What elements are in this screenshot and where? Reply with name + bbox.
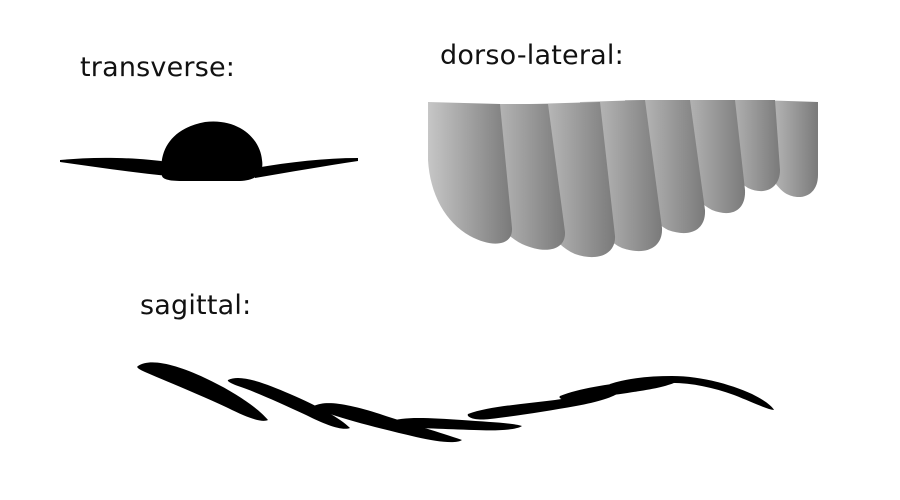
sagittal-scale-1 — [137, 362, 268, 421]
sagittal-scale-3 — [313, 403, 462, 443]
transverse-wing-left — [60, 157, 168, 176]
sagittal-scale-7 — [609, 376, 774, 410]
sagittal-scale-4 — [389, 418, 522, 431]
dorso-lateral-scales — [428, 100, 818, 258]
label-dorso-lateral: dorso-lateral: — [440, 40, 624, 71]
scale-1 — [428, 102, 513, 244]
sagittal-section — [137, 362, 774, 443]
transverse-dome — [161, 121, 263, 181]
sagittal-scale-5 — [467, 392, 620, 420]
transverse-section — [60, 121, 358, 181]
label-sagittal: sagittal: — [140, 290, 252, 321]
label-transverse: transverse: — [80, 52, 236, 83]
transverse-wing-right — [255, 158, 358, 178]
sagittal-scale-2 — [227, 377, 350, 429]
